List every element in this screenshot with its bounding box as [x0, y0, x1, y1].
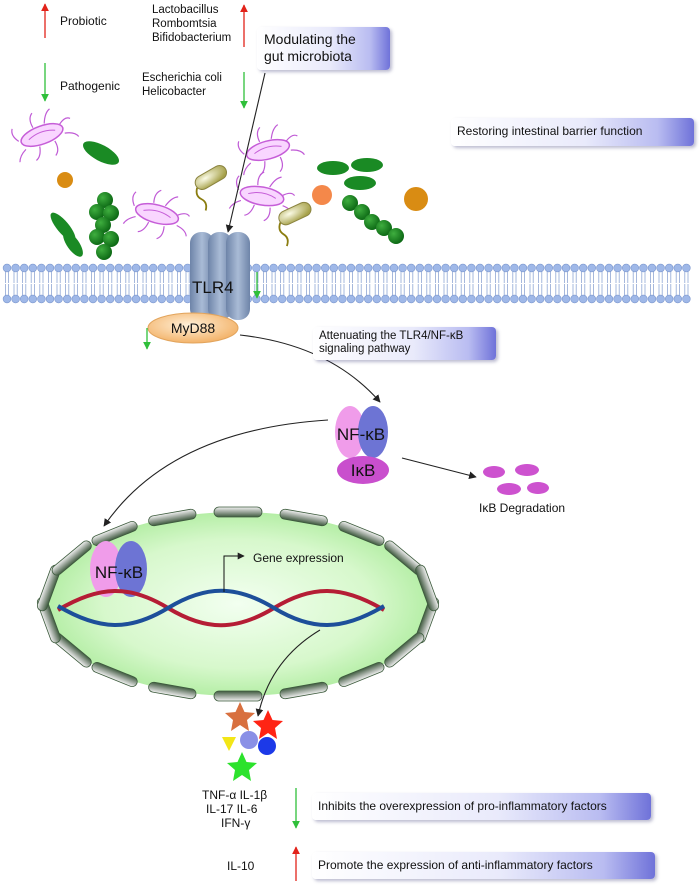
pink-bacterium-icon [122, 189, 190, 240]
ikb-label: IκB [351, 461, 376, 480]
taxon-escherichia-coli: Escherichia coli [142, 72, 222, 84]
modulating-line-2: gut microbiota [264, 48, 352, 64]
cytokine-row-1: TNF-α IL-1β [202, 788, 268, 802]
inhibits-pro-inflammatory-box: Inhibits the overexpression of pro-infla… [312, 793, 651, 820]
orange-coccus-icon [404, 187, 428, 211]
pathogenic-label: Pathogenic [60, 79, 121, 93]
nfkb-label: NF-κB [337, 425, 385, 444]
nfkb-nucleus-icon [90, 541, 147, 597]
pink-bacterium-icon [11, 108, 80, 163]
attenuating-line-1: Attenuating the TLR4/NF-κB [319, 330, 464, 342]
degraded-ikb-fragments-icon [483, 464, 549, 495]
gene-expression-label: Gene expression [253, 551, 344, 565]
taxon-lactobacillus: Lactobacillus [152, 4, 219, 16]
green-rod-icon [344, 176, 376, 190]
arrow-to-ikb-degradation [401, 457, 477, 480]
green-rod-icon [63, 231, 83, 257]
taxon-rombomtsia: Rombomtsia [152, 18, 217, 30]
green-cocci-chain-icon [89, 192, 119, 260]
nfkb-nucleus-label: NF-κB [95, 563, 143, 582]
probiotic-taxa: Lactobacillus Rombomtsia Bifidobacterium [152, 3, 231, 45]
nuclear-envelope-pores [36, 506, 440, 702]
taxon-bifidobacterium: Bifidobacterium [152, 32, 232, 44]
restoring-barrier-text: Restoring intestinal barrier function [457, 124, 643, 138]
promote-text: Promote the expression of anti-inflammat… [318, 858, 593, 872]
probiotic-label: Probiotic [60, 14, 107, 28]
nucleus-icon [36, 506, 440, 702]
arrow-nucleus-to-cytokines [255, 629, 321, 717]
il10-label: IL-10 [227, 859, 255, 873]
taxon-helicobacter: Helicobacter [142, 86, 206, 98]
ikb-degradation-label: IκB Degradation [479, 501, 566, 515]
cytokine-row-2: IL-17 IL-6 [206, 802, 258, 816]
cytokine-shapes-icon [222, 702, 283, 781]
promote-anti-inflammatory-box: Promote the expression of anti-inflammat… [312, 852, 655, 879]
orange-coccus-icon [312, 185, 332, 205]
yellow-bacillus-icon [278, 201, 312, 247]
arrow-nfkb-to-nucleus [103, 419, 329, 527]
green-rod-icon [317, 161, 349, 175]
attenuating-line-2: signaling pathway [319, 343, 411, 355]
tlr4-receptor-icon [190, 232, 250, 320]
green-cocci-chain-icon [342, 195, 404, 244]
modulating-gut-microbiota-box: Modulating the gut microbiota [257, 27, 390, 70]
arrow-modulating-to-tlr4 [225, 72, 266, 233]
pink-bacterium-icon [237, 124, 305, 176]
tlr4-label: TLR4 [192, 278, 234, 297]
nfkb-ikb-complex-icon [335, 406, 389, 484]
myd88-icon [147, 312, 239, 344]
cell-membrane [2, 263, 691, 304]
yellow-bacillus-icon [194, 165, 228, 211]
myd88-label: MyD88 [171, 320, 216, 336]
cytokine-row-3: IFN-γ [221, 816, 251, 830]
green-rod-icon [351, 158, 383, 172]
gene-expression-arrow [223, 552, 245, 592]
dna-helix-icon [56, 588, 386, 628]
pathogenic-taxa: Escherichia coli Helicobacter [142, 71, 222, 99]
modulating-line-1: Modulating the [264, 31, 356, 47]
restoring-barrier-box: Restoring intestinal barrier function [451, 118, 694, 146]
microbes [11, 108, 428, 260]
inhibits-text: Inhibits the overexpression of pro-infla… [318, 799, 607, 813]
orange-coccus-icon [57, 172, 73, 188]
green-rod-icon [82, 141, 120, 165]
attenuating-pathway-box: Attenuating the TLR4/NF-κB signaling pat… [313, 327, 496, 360]
